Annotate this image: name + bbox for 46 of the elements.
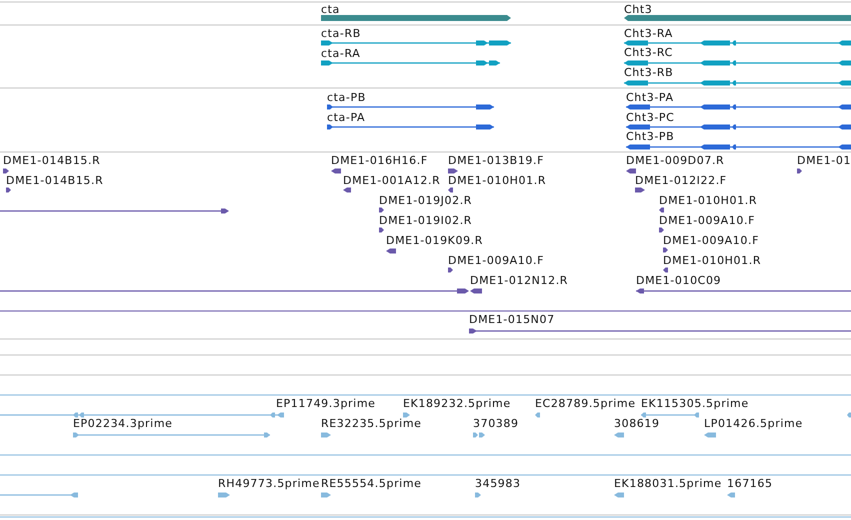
feature-label: cta-PA [327, 111, 366, 125]
feature-label: Cht3 [624, 3, 652, 17]
feature-label: RH49773.5prime [218, 477, 320, 491]
feature-label: Cht3-RA [624, 27, 673, 41]
feature-label: Cht3-PC [626, 111, 674, 125]
feature-label: DME1-019I02.R [379, 214, 472, 228]
feature-label: DME1-019K09.R [386, 234, 484, 248]
feature-label: cta-PB [327, 91, 366, 105]
feature-label: Cht3-RC [624, 46, 673, 60]
feature-label: DME1-010C09 [636, 274, 722, 288]
feature-label: DME1-009D07.R [626, 154, 724, 168]
feature-label: DME1-015N07 [469, 313, 555, 327]
feature-label: EK188031.5prime [614, 477, 722, 491]
feature-label: Cht3-PB [626, 130, 674, 144]
feature-label: 308619 [614, 417, 660, 431]
feature-label: 167165 [727, 477, 773, 491]
feature-label: DME1-010H01.R [659, 194, 758, 208]
feature-label: LP01426.5prime [704, 417, 803, 431]
feature-label: DME1-012I22.F [635, 174, 727, 188]
feature-label: DME1-010H01.R [663, 254, 762, 268]
feature-label: EP02234.3prime [73, 417, 173, 431]
feature-label: RE55554.5prime [321, 477, 422, 491]
feature-label: DME1-009A10.F [663, 234, 760, 248]
feature-label: 370389 [473, 417, 519, 431]
feature-label: DME1-012N12.R [470, 274, 568, 288]
feature-label: DME1-009A10.F [659, 214, 756, 228]
feature-label: DME1-013B19.F [448, 154, 544, 168]
feature-label: Cht3-PA [626, 91, 674, 105]
feature-label: DME1-001A12.R [343, 174, 440, 188]
feature-label: 345983 [475, 477, 521, 491]
feature-label: Cht3-RB [624, 66, 674, 80]
feature-label: DME1-014B15.R [6, 174, 104, 188]
feature-label: EP11749.3prime [276, 397, 376, 411]
feature-label: DME1-010H01.R [448, 174, 546, 188]
feature-label: cta-RB [321, 27, 361, 41]
feature-label: EK189232.5prime [403, 397, 511, 411]
feature-label: DME1-016H16.F [331, 154, 428, 168]
feature-label: DME1-019J02.R [379, 194, 472, 208]
feature-label: DME1-01 [797, 154, 851, 168]
feature-label: RE32235.5prime [321, 417, 422, 431]
feature-label: cta [321, 3, 340, 17]
feature-label: EK115305.5prime [641, 397, 749, 411]
feature-label: EC28789.5prime [535, 397, 636, 411]
feature-label: cta-RA [321, 47, 360, 61]
feature-label: DME1-009A10.F [448, 254, 544, 268]
feature-label: DME1-014B15.R [3, 154, 100, 168]
